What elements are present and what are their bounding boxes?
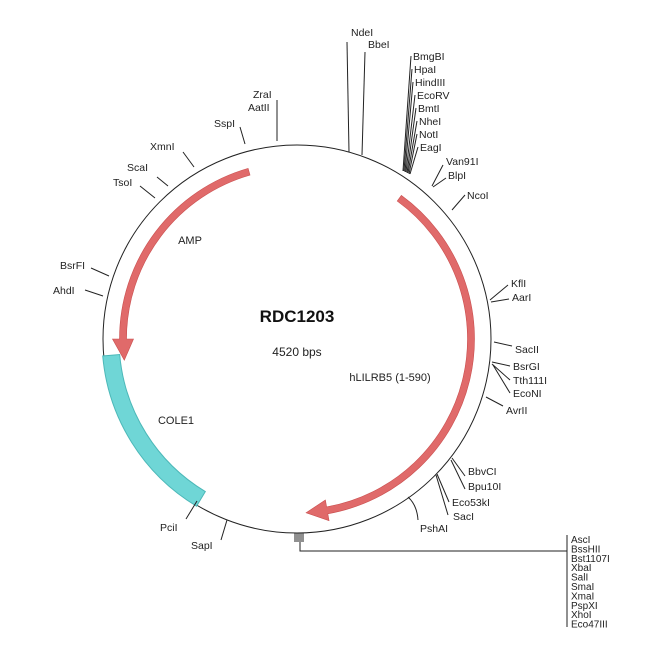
site-sali[interactable]: SalI xyxy=(571,573,588,584)
svg-text:NcoI: NcoI xyxy=(467,190,489,202)
site-xmni[interactable]: XmnI xyxy=(150,141,195,168)
site-eco53ki[interactable]: Eco53kI xyxy=(436,473,490,509)
svg-text:EcoRV: EcoRV xyxy=(417,90,450,102)
bottom-cluster-ticks xyxy=(294,533,568,627)
site-bpu10i[interactable]: Bpu10I xyxy=(450,459,501,493)
site-aatii[interactable]: AatII xyxy=(248,102,270,114)
svg-text:BmgBI: BmgBI xyxy=(413,51,445,63)
svg-text:NdeI: NdeI xyxy=(351,27,373,39)
site-ecorv[interactable]: EcoRV xyxy=(405,90,450,173)
svg-text:Van91I: Van91I xyxy=(446,156,479,168)
site-econi[interactable]: EcoNI xyxy=(492,364,542,400)
site-bsrgi[interactable]: BsrGI xyxy=(491,361,540,373)
site-bsshii[interactable]: BssHII xyxy=(571,544,600,555)
cole1-feature[interactable] xyxy=(102,353,207,507)
svg-text:BlpI: BlpI xyxy=(448,170,466,182)
site-scai[interactable]: ScaI xyxy=(127,162,169,187)
site-pcii[interactable]: PciI xyxy=(160,500,198,534)
site-ncoi[interactable]: NcoI xyxy=(451,190,489,211)
site-sspi[interactable]: SspI xyxy=(214,118,246,145)
site-hpai[interactable]: HpaI xyxy=(403,64,436,172)
site-tth111i[interactable]: Tth111I xyxy=(491,363,547,387)
svg-text:BmtI: BmtI xyxy=(418,103,440,115)
site-ndei[interactable]: NdeI xyxy=(346,27,373,153)
plasmid-size: 4520 bps xyxy=(272,345,321,359)
amp-feature-arrow[interactable] xyxy=(111,168,251,361)
svg-text:SacII: SacII xyxy=(515,344,539,356)
svg-text:SapI: SapI xyxy=(191,540,213,552)
hlilrb5-feature-arrow[interactable] xyxy=(305,194,475,522)
svg-text:BbeI: BbeI xyxy=(368,39,390,51)
site-blpi[interactable]: BlpI xyxy=(432,170,466,188)
svg-text:AarI: AarI xyxy=(512,292,531,304)
amp-label: AMP xyxy=(178,235,202,247)
svg-text:AvrII: AvrII xyxy=(506,405,527,417)
svg-text:PshAI: PshAI xyxy=(420,523,448,535)
svg-text:Bpu10I: Bpu10I xyxy=(468,481,501,493)
site-eagi[interactable]: EagI xyxy=(409,142,442,175)
svg-text:BbvCI: BbvCI xyxy=(468,466,497,478)
site-xmai[interactable]: XmaI xyxy=(571,591,594,602)
site-kfli[interactable]: KflI xyxy=(489,278,526,301)
site-pshai[interactable]: PshAI xyxy=(407,496,448,535)
site-bbei[interactable]: BbeI xyxy=(361,39,390,156)
svg-text:SacI: SacI xyxy=(453,511,474,523)
svg-text:AatII: AatII xyxy=(248,102,270,114)
site-sacii[interactable]: SacII xyxy=(493,341,539,356)
site-sapi[interactable]: SapI xyxy=(191,519,228,552)
site-bmti[interactable]: BmtI xyxy=(406,103,440,174)
svg-text:EcoNI: EcoNI xyxy=(513,388,542,400)
site-bst1107i[interactable]: Bst1107I xyxy=(571,554,610,565)
site-avrii[interactable]: AvrII xyxy=(485,396,527,417)
site-smai[interactable]: SmaI xyxy=(571,582,594,593)
svg-text:BsrGI: BsrGI xyxy=(513,361,540,373)
site-bsrfi[interactable]: BsrFI xyxy=(60,260,110,277)
svg-text:XmnI: XmnI xyxy=(150,141,175,153)
svg-text:EagI: EagI xyxy=(420,142,442,154)
site-nhei[interactable]: NheI xyxy=(407,116,441,174)
site-pspxi[interactable]: PspXI xyxy=(571,601,598,612)
site-tsoi[interactable]: TsoI xyxy=(113,177,156,199)
svg-text:TsoI: TsoI xyxy=(113,177,132,189)
svg-text:KflI: KflI xyxy=(511,278,526,290)
site-aari[interactable]: AarI xyxy=(490,292,531,304)
site-van91i[interactable]: Van91I xyxy=(431,156,479,187)
svg-text:NheI: NheI xyxy=(419,116,441,128)
svg-text:HindIII: HindIII xyxy=(415,77,445,89)
svg-text:Eco53kI: Eco53kI xyxy=(452,497,490,509)
svg-text:PciI: PciI xyxy=(160,522,178,534)
site-xbai[interactable]: XbaI xyxy=(571,563,592,574)
svg-text:ZraI: ZraI xyxy=(253,89,272,101)
site-bmgbi[interactable]: BmgBI xyxy=(402,51,445,172)
svg-text:AhdI: AhdI xyxy=(53,285,75,297)
site-eco47iii[interactable]: Eco47III xyxy=(571,620,608,631)
hlilrb5-label: hLILRB5 (1-590) xyxy=(349,372,430,384)
svg-text:HpaI: HpaI xyxy=(414,64,436,76)
site-ahdi[interactable]: AhdI xyxy=(53,285,104,297)
svg-text:SspI: SspI xyxy=(214,118,235,130)
svg-text:NotI: NotI xyxy=(419,129,438,141)
site-bbvci[interactable]: BbvCI xyxy=(451,457,497,478)
site-hindiii[interactable]: HindIII xyxy=(404,77,445,173)
svg-text:Tth111I: Tth111I xyxy=(513,375,547,387)
svg-text:BsrFI: BsrFI xyxy=(60,260,85,272)
cole1-label: COLE1 xyxy=(158,415,194,427)
site-saci[interactable]: SacI xyxy=(435,474,474,523)
site-zrai[interactable]: ZraI xyxy=(253,89,278,141)
svg-text:ScaI: ScaI xyxy=(127,162,148,174)
site-asci[interactable]: AscI xyxy=(571,535,590,546)
site-xhoi[interactable]: XhoI xyxy=(571,610,592,621)
plasmid-name: RDC1203 xyxy=(260,307,335,326)
bottom-cluster-labels: AscI BssHII Bst1107I XbaI SalI SmaI XmaI… xyxy=(571,535,610,631)
site-noti[interactable]: NotI xyxy=(408,129,438,175)
